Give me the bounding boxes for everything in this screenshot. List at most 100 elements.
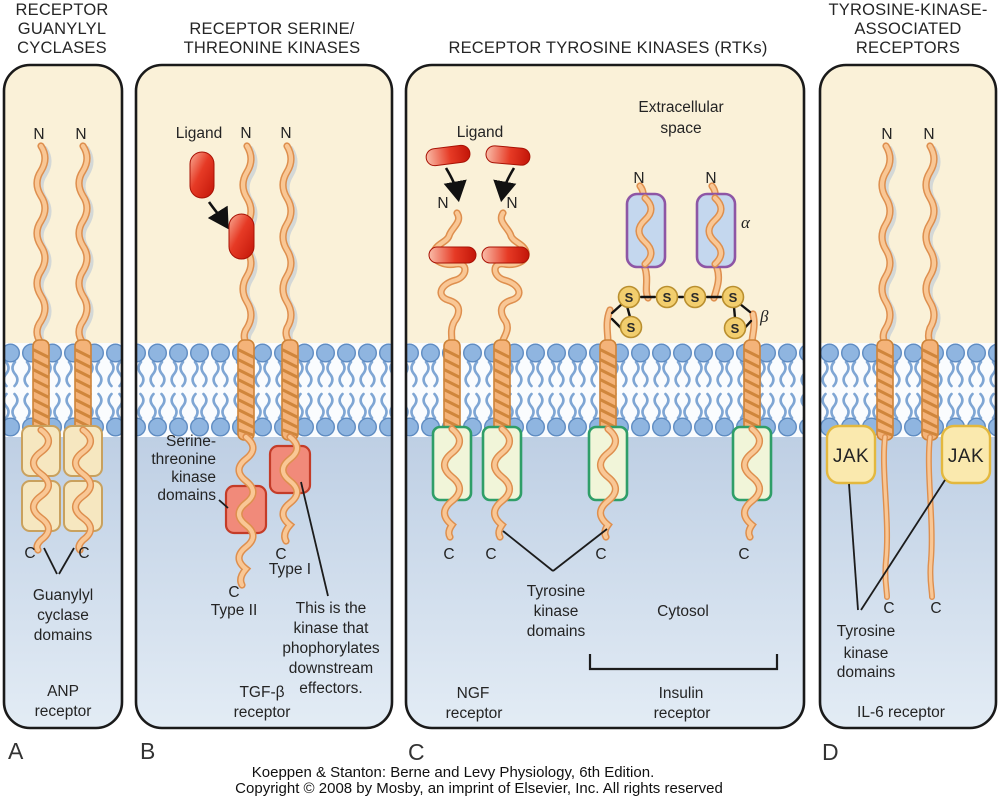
c-terminus-label: C [738,546,749,563]
disulfide-bond-line [610,302,624,315]
footer-citation: Koeppen & Stanton: Berne and Levy Physio… [252,764,655,781]
tyrosine-domain-label-line2: kinase [534,603,579,620]
panel-letter-c: C [408,739,425,765]
c-terminus-label: C [485,546,496,563]
kinase-note-line1: This is the [296,600,367,617]
c-terminus-label: C [443,546,454,563]
kinase-note-line2: kinase that [294,620,370,637]
disulfide-s [723,316,747,340]
pointer-line [58,547,75,575]
tyrosine-kinase-domain-box [731,425,773,502]
disulfide-s-label: S [729,290,738,305]
n-terminus-label: N [240,125,251,142]
guanylyl-domain-label-line1: Guanylyl [33,587,93,604]
bound-ligand-pill [228,213,255,260]
disulfide-s-label: S [691,290,700,305]
serthr-domain-label-line2: threonine [151,451,216,468]
ligand-label: Ligand [457,124,504,141]
guanylyl-domain-label-line2: cyclase [37,607,89,624]
pointer-line [300,481,329,597]
alpha-subunit-label: α [741,213,751,232]
serthr-domain-label-line1: Serine- [166,433,216,450]
bound-ligand-pill [428,246,477,264]
panel-letter-a: A [8,738,24,764]
transmembrane-helix [920,338,940,442]
transmembrane-helix [442,338,462,442]
header-guanylyl-line1: RECEPTOR [16,1,109,19]
header-serthr-line1: RECEPTOR SERINE/ [189,20,354,38]
anp-receptor-name-line1: ANP [47,683,79,700]
disulfide-s-label: S [731,321,740,336]
guanylyl-cyclase-domain-box [21,480,61,532]
bound-ligand-pill [481,246,530,264]
disulfide-s [721,285,745,309]
transmembrane-helix [875,338,895,442]
ligand-binding-arrow [207,201,229,230]
c-terminus-label: C [595,546,606,563]
tyrosine-kinase-domain-box [481,425,523,502]
disulfide-bond-line [732,305,737,320]
transmembrane-helix [742,338,762,442]
n-terminus-label: N [881,126,892,143]
insulin-bracket [588,654,779,671]
c-terminus-label: C [24,545,35,562]
kinase-note-line4: downstream [289,660,373,677]
header-rtk: RECEPTOR TYROSINE KINASES (RTKs) [448,39,767,57]
jak-kinase-box [940,424,992,485]
transmembrane-helix [236,338,256,442]
kinase-note-line5: effectors. [299,680,362,697]
header-tka-line1: TYROSINE-KINASE- [828,1,987,19]
tyrosine-kinase-domain-box [587,425,629,502]
n-terminus-label: N [506,195,517,212]
n-terminus-label: N [437,195,448,212]
anp-receptor-name-line2: receptor [35,703,92,720]
disulfide-s-label: S [627,320,636,335]
c-terminus-label: C [883,600,894,617]
n-terminus-label: N [75,126,86,143]
serthr-domain-label-line4: domains [157,487,216,504]
pointer-line [552,528,608,572]
panel-d-border [818,63,998,730]
panel-c-border [404,63,806,730]
tyrosine-domain-label-line3: domains [527,623,586,640]
ser-thr-kinase-domain-box [268,444,312,495]
tyrosine-domain-label-line2: kinase [844,645,889,662]
tgfb-receptor-name-line1: TGF-β [239,684,284,701]
panel-b-border [134,63,394,730]
pointer-line [848,483,859,611]
type2-label: Type II [211,602,258,619]
ngf-receptor-name-line2: receptor [446,705,503,722]
extracellular-label-line1: Extracellular [638,99,723,116]
cytosol-label: Cytosol [657,603,709,620]
n-terminus-label: N [705,170,716,187]
header-guanylyl-line3: CYCLASES [17,39,107,57]
transmembrane-helix [280,338,300,442]
insulin-receptor-name-line1: Insulin [659,685,704,702]
il6-receptor-name: IL-6 receptor [857,704,945,721]
tgfb-receptor-name-line2: receptor [234,704,291,721]
guanylyl-domain-label-line3: domains [34,627,93,644]
header-guanylyl-line2: GUANYLYL [18,20,106,38]
n-terminus-label: N [33,126,44,143]
type1-label: Type I [269,561,311,578]
panel-c-receptors [425,144,779,671]
jak-kinase-box [825,424,877,485]
panel-b-background [136,65,392,728]
disulfide-s-label: S [625,290,634,305]
panel-letter-d: D [822,739,839,765]
panel-d-receptors [825,142,992,611]
ligand-binding-arrow [493,167,517,203]
c-terminus-label: C [275,546,286,563]
tyrosine-domain-label-line1: Tyrosine [527,583,586,600]
panel-a-receptors [21,142,103,575]
panel-d-background [820,65,996,728]
c-terminus-label: C [228,584,239,601]
insulin-alpha-subunit-box [695,192,737,269]
ngf-receptor-name-line1: NGF [457,685,490,702]
panel-letter-b: B [140,738,155,764]
serthr-domain-label-line3: kinase [171,469,216,486]
tyrosine-domain-label-line3: domains [837,664,896,681]
guanylyl-cyclase-domain-box [63,480,103,532]
ligand-pill [425,144,471,167]
